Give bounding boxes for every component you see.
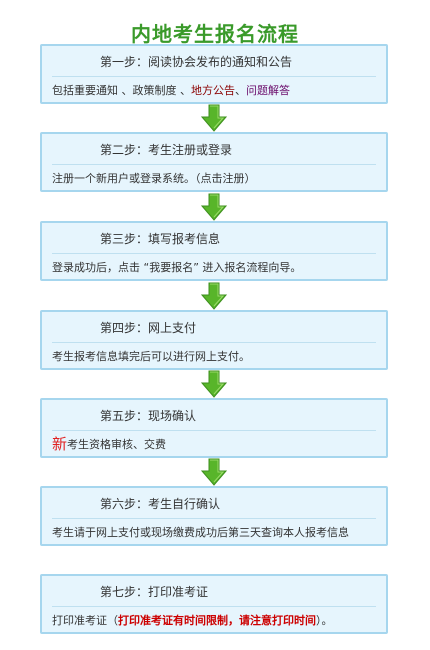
- step-4-divider: [52, 342, 376, 343]
- print-time-warning: 打印准考证有时间限制，请注意打印时间: [118, 613, 316, 627]
- local-announcement-link[interactable]: 地方公告: [191, 83, 235, 97]
- step-5-divider: [52, 430, 376, 431]
- step-6-body: 考生请于网上支付或现场缴费成功后第三天查询本人报考信息: [52, 519, 380, 544]
- step-5-body: 新 考生资格审核、交费: [52, 431, 380, 456]
- step-4-body-text: 考生报考信息填完后可以进行网上支付。: [52, 349, 250, 363]
- step-2-box: 第二步：考生注册或登录 注册一个新用户或登录系统。（点击注册）: [40, 132, 388, 192]
- step-3-box: 第三步：填写报考信息 登录成功后，点击 “我要报名” 进入报名流程向导。: [40, 221, 388, 281]
- step-4-heading: 第四步：网上支付: [100, 320, 197, 335]
- step-5-box: 第五步：现场确认 新 考生资格审核、交费: [40, 398, 388, 458]
- step-6-divider: [52, 518, 376, 519]
- step-7-body: 打印准考证（ 打印准考证有时间限制，请注意打印时间 ）。: [52, 607, 380, 632]
- page-title: 内地考生报名流程: [131, 22, 299, 46]
- step-2-heading: 第二步：考生注册或登录: [100, 142, 233, 157]
- step-6-box: 第六步：考生自行确认 考生请于网上支付或现场缴费成功后第三天查询本人报考信息: [40, 486, 388, 546]
- step-3-body-text: 登录成功后，点击 “我要报名” 进入报名流程向导。: [52, 260, 302, 274]
- down-arrow-icon: [201, 282, 227, 310]
- step-5-heading: 第五步：现场确认: [100, 408, 197, 423]
- step-1-box: 第一步：阅读协会发布的通知和公告 包括重要通知 、政策制度 、 地方公告 、 问…: [40, 44, 388, 104]
- down-arrow-icon: [201, 193, 227, 221]
- step-7-divider: [52, 606, 376, 607]
- step-5-body-text: 考生资格审核、交费: [67, 437, 167, 451]
- down-arrow-icon: [201, 458, 227, 486]
- step-7-box: 第七步：打印准考证 打印准考证（ 打印准考证有时间限制，请注意打印时间 ）。: [40, 574, 388, 634]
- step-1-body: 包括重要通知 、政策制度 、 地方公告 、 问题解答: [52, 77, 380, 102]
- step-4-body: 考生报考信息填完后可以进行网上支付。: [52, 343, 380, 368]
- step-3-body: 登录成功后，点击 “我要报名” 进入报名流程向导。: [52, 254, 380, 279]
- register-text[interactable]: 注册一个新用户或登录系统。（点击注册）: [52, 171, 256, 185]
- step-6-body-text: 考生请于网上支付或现场缴费成功后第三天查询本人报考信息: [52, 525, 349, 539]
- faq-link[interactable]: 问题解答: [246, 83, 290, 97]
- down-arrow-icon: [201, 104, 227, 132]
- step-4-box: 第四步：网上支付 考生报考信息填完后可以进行网上支付。: [40, 310, 388, 370]
- new-badge: 新: [52, 435, 68, 453]
- step-3-divider: [52, 253, 376, 254]
- step-7-heading: 第七步：打印准考证: [100, 584, 209, 599]
- step-2-body: 注册一个新用户或登录系统。（点击注册）: [52, 165, 380, 190]
- step-1-heading: 第一步：阅读协会发布的通知和公告: [100, 54, 293, 69]
- step-2-divider: [52, 164, 376, 165]
- down-arrow-icon: [201, 370, 227, 398]
- step-1-body-separator: 、: [235, 83, 246, 97]
- step-7-body-prefix: 打印准考证（: [52, 613, 118, 627]
- step-7-body-suffix: ）。: [316, 613, 333, 627]
- step-1-divider: [52, 76, 376, 77]
- step-1-body-prefix: 包括重要通知 、政策制度 、: [52, 83, 191, 97]
- step-6-heading: 第六步：考生自行确认: [100, 496, 221, 511]
- step-3-heading: 第三步：填写报考信息: [100, 231, 221, 246]
